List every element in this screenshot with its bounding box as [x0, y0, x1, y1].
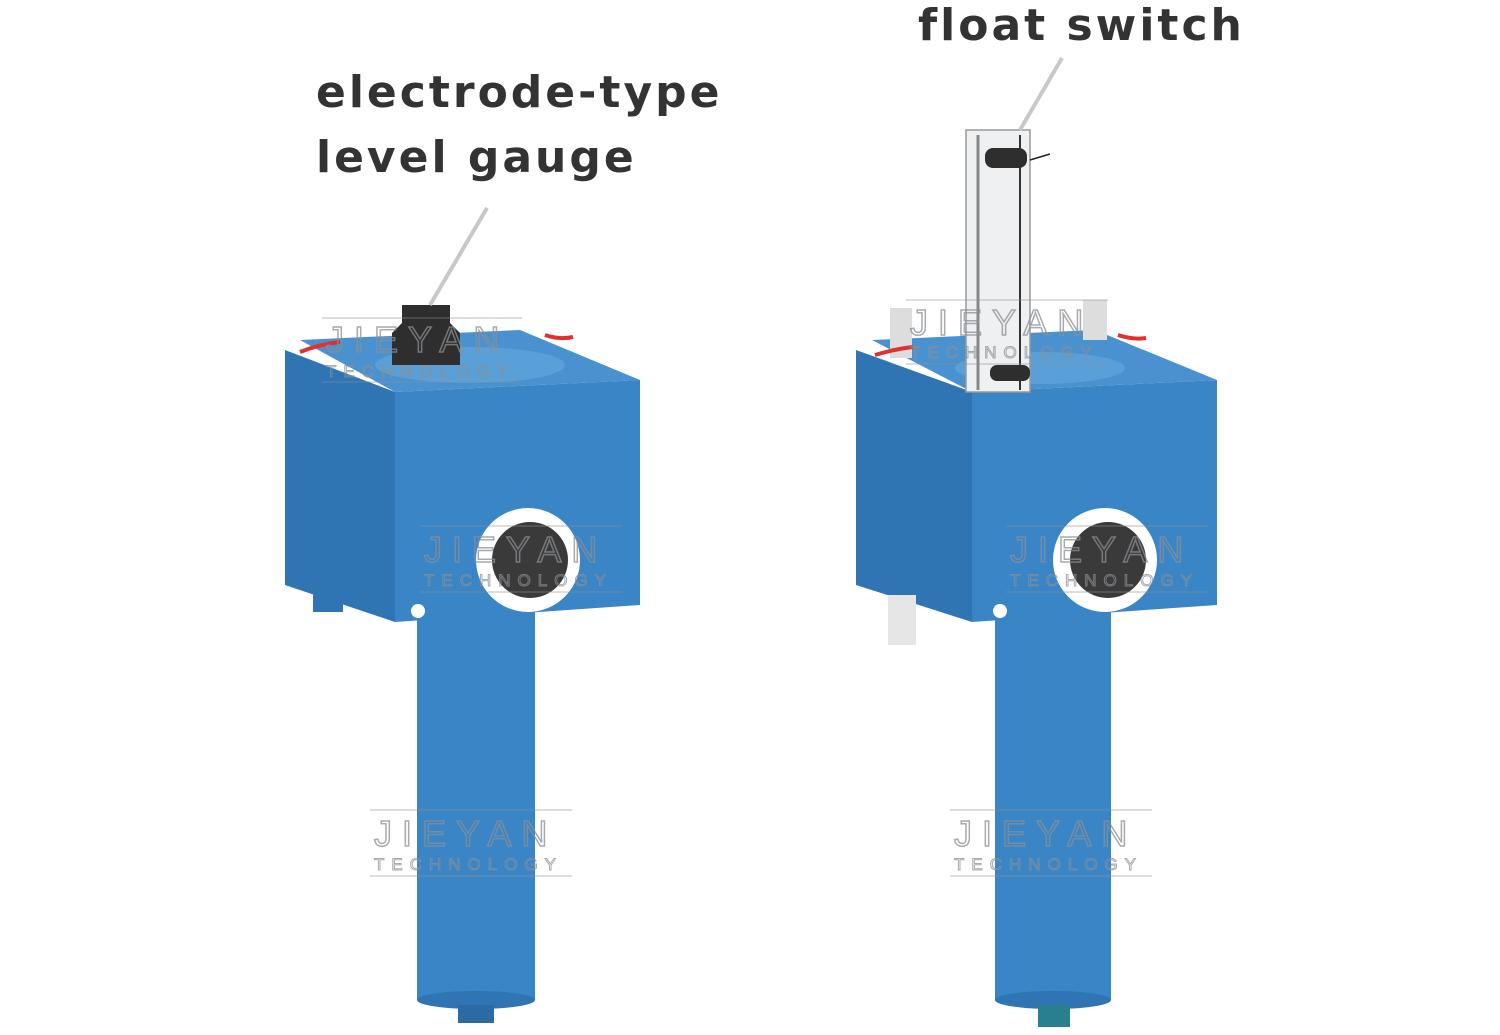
left-bottom-cap	[458, 1005, 494, 1023]
float-switch-leader-line	[1018, 56, 1064, 132]
right-viewport-glass	[1070, 522, 1146, 598]
watermark-brand: JIEYAN	[374, 813, 557, 854]
watermark-right-bottom: JIEYAN TECHNOLOGY	[950, 809, 1152, 877]
watermark-brand: JIEYAN	[326, 319, 509, 360]
float-switch-icon	[965, 129, 1051, 393]
right-drain-plug	[993, 604, 1007, 618]
right-cylinder-bottom	[995, 991, 1111, 1009]
watermark-sub: TECHNOLOGY	[424, 571, 613, 590]
electrode-leader-line	[428, 206, 489, 307]
electrode-gauge-icon	[392, 305, 460, 365]
right-bottom-cap	[1038, 1005, 1070, 1027]
watermark-left-mid: JIEYAN TECHNOLOGY	[420, 525, 622, 593]
watermark-sub: TECHNOLOGY	[374, 855, 563, 874]
right-unit-float-switch	[856, 129, 1217, 1027]
left-red-wire	[299, 340, 341, 354]
float-switch-label: float switch	[918, 0, 1245, 51]
electrode-label-line1: electrode-type	[316, 67, 722, 118]
watermark-sub: TECHNOLOGY	[326, 362, 515, 381]
left-cylinder	[417, 600, 535, 1000]
left-foot	[313, 590, 343, 612]
watermark-sub: TECHNOLOGY	[954, 855, 1143, 874]
watermark-left-top: JIEYAN TECHNOLOGY	[322, 317, 522, 383]
left-unit-electrode-gauge	[285, 305, 640, 1023]
right-hose-fitting	[888, 595, 916, 645]
watermark-sub: TECHNOLOGY	[910, 343, 1099, 362]
right-red-wire	[874, 345, 914, 357]
left-red-wire-2	[544, 333, 574, 341]
left-viewport-glass	[492, 522, 568, 598]
left-box-side	[285, 350, 395, 622]
watermark-brand: JIEYAN	[1010, 529, 1193, 570]
watermark-sub: TECHNOLOGY	[1010, 571, 1199, 590]
watermark-brand: JIEYAN	[910, 302, 1093, 343]
left-cylinder-bottom	[417, 991, 535, 1009]
left-drain-plug	[411, 604, 425, 618]
watermark-brand: JIEYAN	[424, 529, 607, 570]
right-top-fitting-left	[890, 308, 912, 358]
watermark-right-top: JIEYAN TECHNOLOGY	[906, 299, 1108, 365]
right-red-wire-2	[1117, 333, 1147, 341]
right-cylinder	[995, 600, 1111, 1000]
right-top-fitting-right	[1083, 300, 1107, 340]
watermark-brand: JIEYAN	[954, 813, 1137, 854]
watermark-right-mid: JIEYAN TECHNOLOGY	[1006, 525, 1208, 593]
watermark-left-bottom: JIEYAN TECHNOLOGY	[370, 809, 572, 877]
electrode-label-line2: level gauge	[316, 132, 637, 183]
right-box-side	[856, 350, 972, 622]
